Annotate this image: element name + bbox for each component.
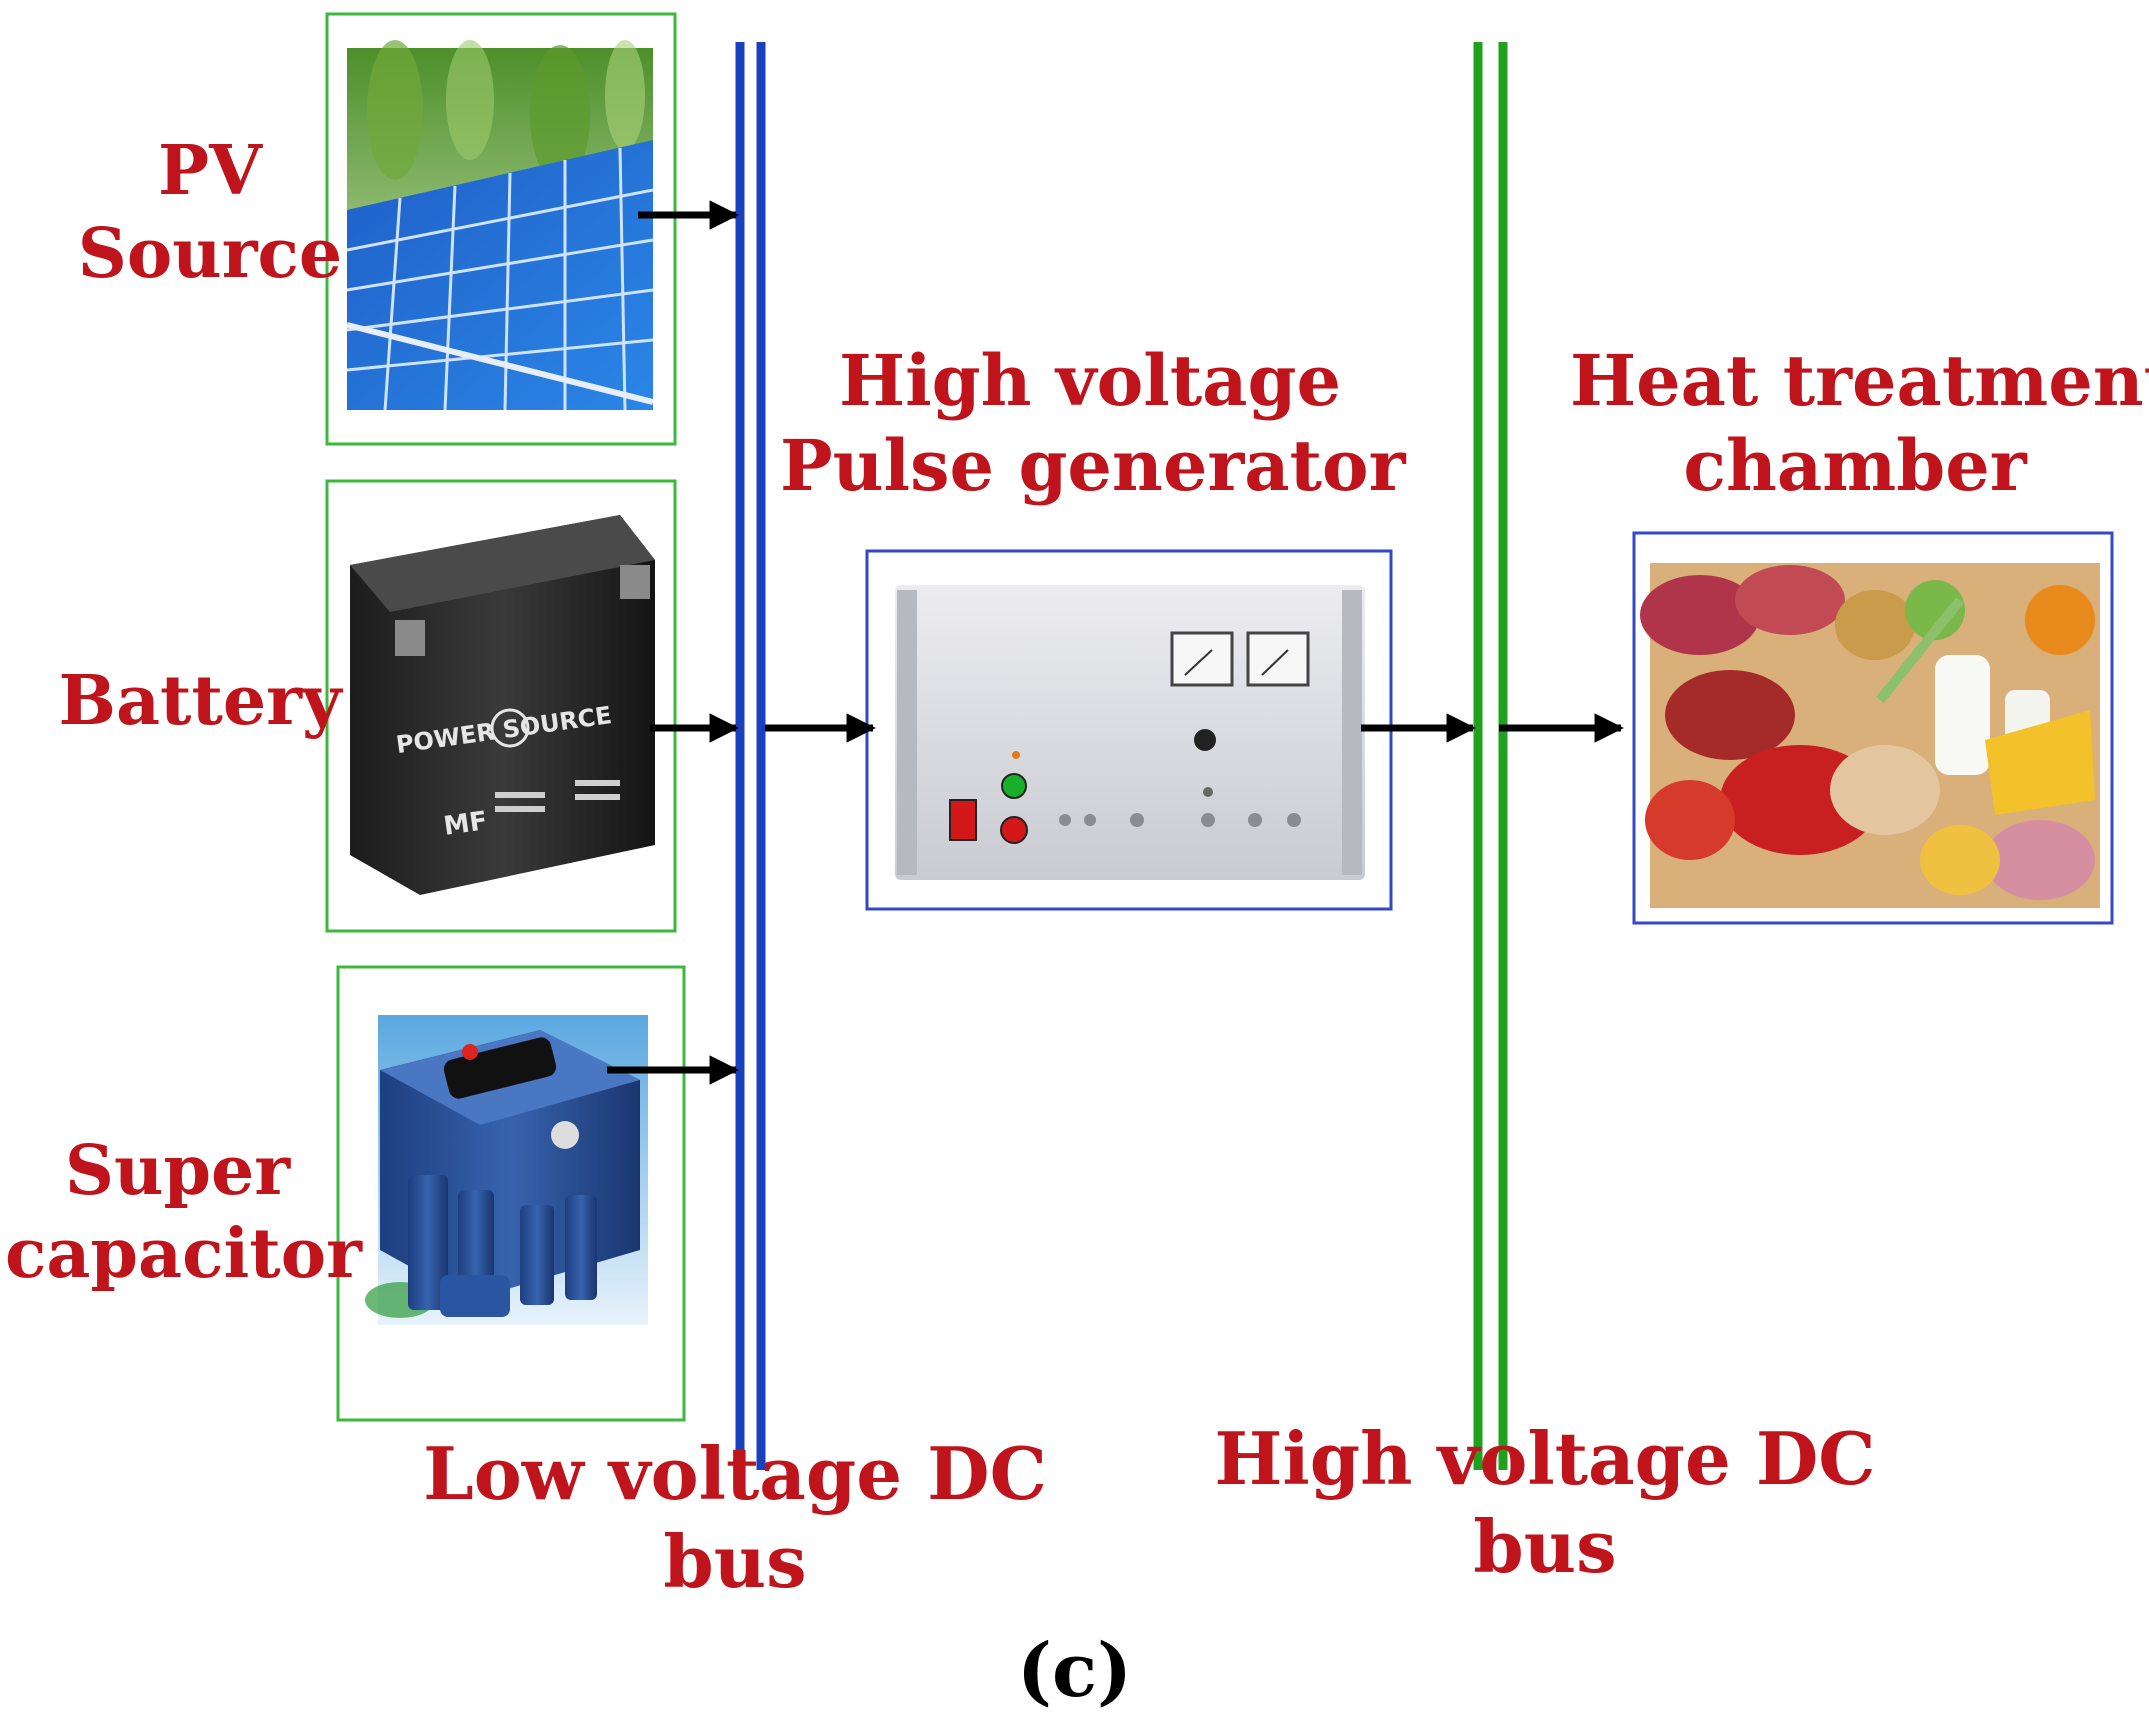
pulse-generator-node bbox=[865, 549, 1393, 911]
food-icon bbox=[1640, 563, 2100, 908]
figure-caption: (c) bbox=[1016, 1628, 1133, 1714]
low-voltage-bus bbox=[735, 42, 766, 1470]
solar-panel-icon bbox=[346, 40, 654, 411]
battery-icon: POWER SOURCE MF bbox=[350, 515, 655, 895]
pulse-generator-icon bbox=[895, 585, 1365, 880]
supercapacitor-icon bbox=[365, 1015, 648, 1325]
battery-label: Battery bbox=[58, 661, 342, 741]
pv-source-node bbox=[325, 12, 677, 446]
heat-chamber-node bbox=[1632, 531, 2114, 925]
battery-node: POWER SOURCE MF bbox=[325, 479, 677, 933]
supercapacitor-node bbox=[336, 965, 686, 1422]
high-voltage-bus bbox=[1473, 42, 1508, 1470]
connection-arrows bbox=[607, 200, 1624, 1085]
svg-text:MF: MF bbox=[442, 806, 489, 842]
